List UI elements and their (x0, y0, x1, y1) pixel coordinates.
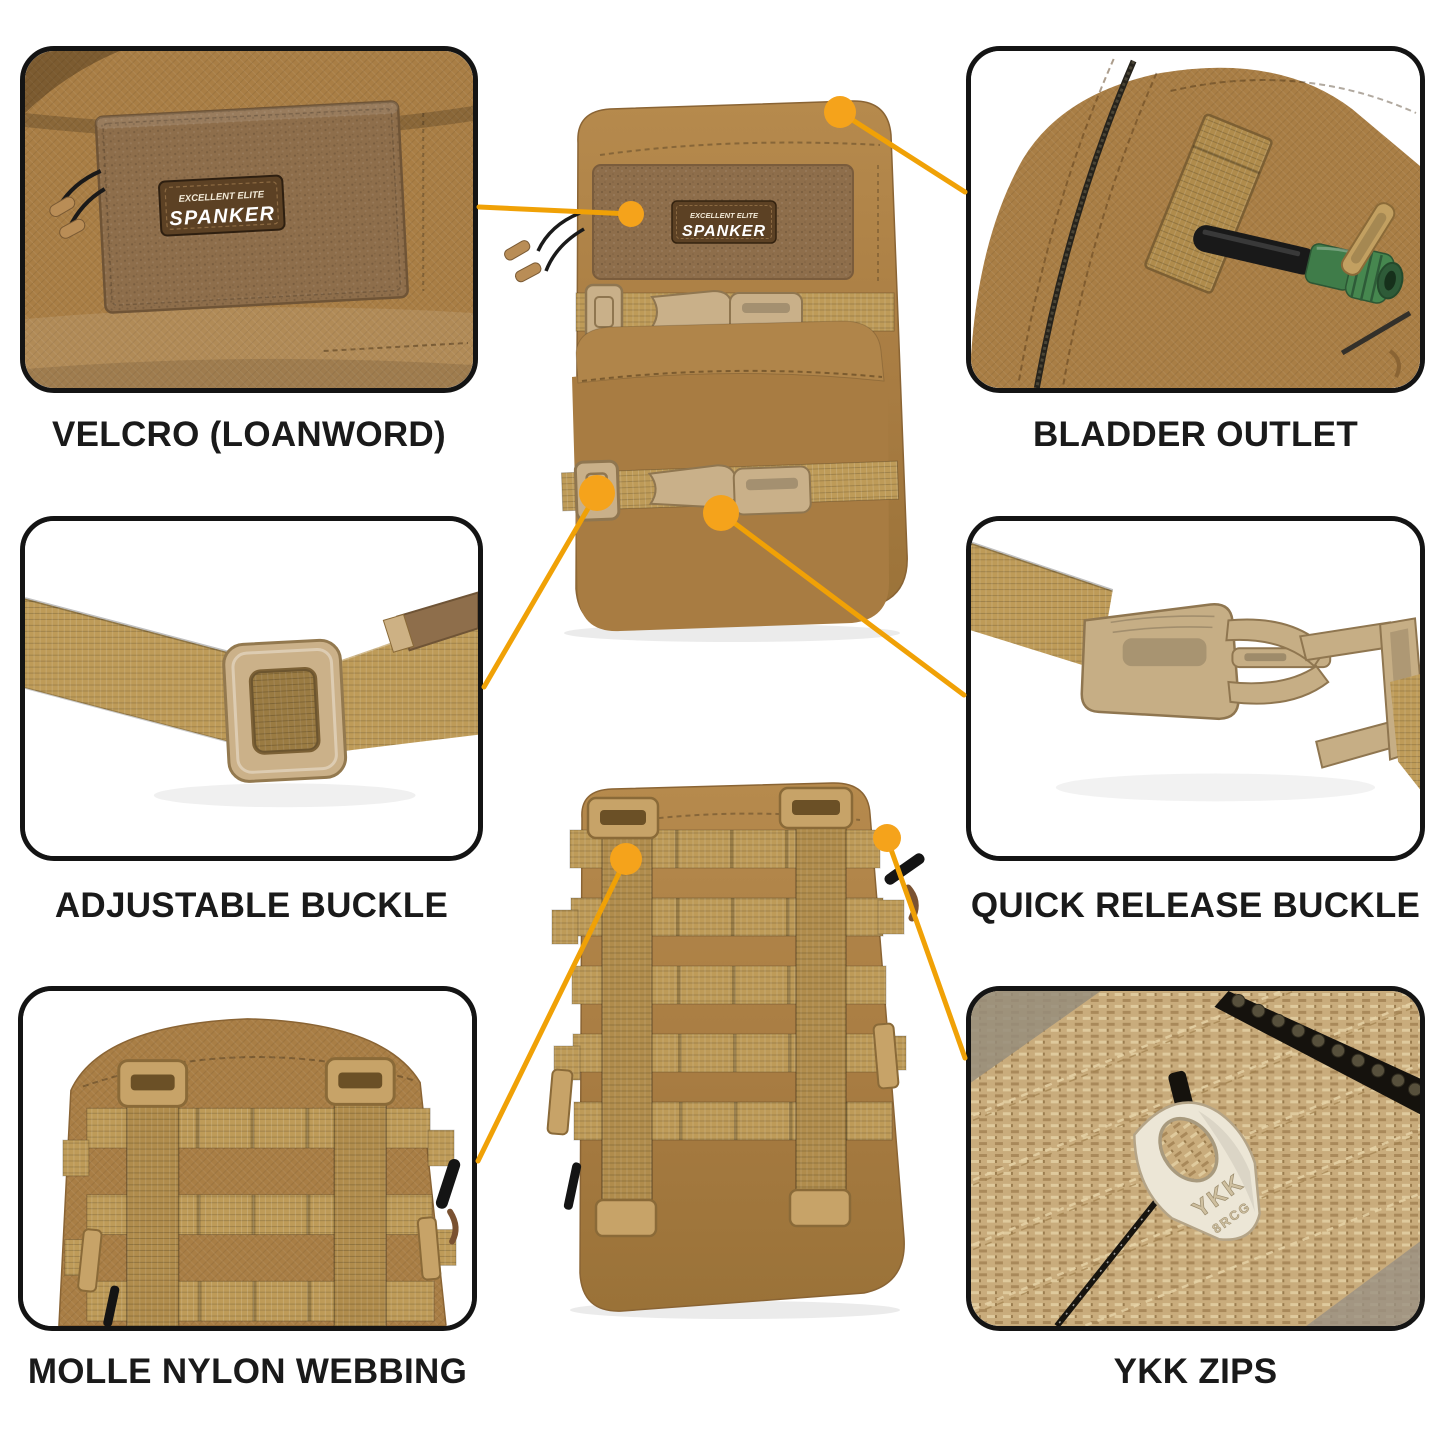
feature-label-ykk-zips: YKK ZIPS (1113, 1352, 1278, 1391)
front-bag-brand-patch: EXCELLENT ELITE SPANKER (671, 200, 777, 244)
front-bag-lower-strap (560, 459, 900, 522)
feature-label-molle-webbing: MOLLE NYLON WEBBING (27, 1352, 468, 1391)
tri-glide-hardware (117, 1057, 396, 1108)
feature-card-quick-release-buckle (966, 516, 1425, 861)
tube-clip (1340, 202, 1396, 276)
feature-card-adjustable-buckle (20, 516, 483, 861)
velcro-closeup-photo: EXCELLENT ELITE SPANKER (25, 51, 473, 388)
back-bag-photo (546, 782, 925, 1319)
feature-label-velcro: VELCRO (LOANWORD) (52, 415, 446, 454)
feature-card-velcro: EXCELLENT ELITE SPANKER (20, 46, 478, 393)
patch-text-small: EXCELLENT ELITE (178, 189, 265, 205)
cord-clip (435, 1158, 461, 1209)
patch-text-large: SPANKER (682, 223, 766, 240)
tube-retainer-loop (1144, 113, 1273, 294)
brand-patch: EXCELLENT ELITE SPANKER (158, 174, 286, 237)
ykk-zipper-pull: YKK 8RCG (1133, 1070, 1261, 1241)
tri-glide-slider (222, 638, 348, 783)
feature-label-adjustable-buckle: ADJUSTABLE BUCKLE (54, 886, 449, 925)
ykk-zip-closeup-photo: YKK 8RCG (971, 991, 1420, 1326)
zipper-coil (1231, 993, 1420, 1097)
feature-label-bladder-outlet: BLADDER OUTLET (1032, 415, 1358, 454)
molle-webbing-closeup-photo (23, 991, 472, 1326)
quick-release-buckle-closeup-photo (971, 521, 1420, 856)
bladder-outlet-closeup-photo (971, 51, 1420, 388)
feature-card-bladder-outlet (966, 46, 1425, 393)
feature-card-molle-webbing (18, 986, 477, 1331)
feature-card-ykk-zips: YKK 8RCG (966, 986, 1425, 1331)
patch-text-small: EXCELLENT ELITE (690, 211, 759, 220)
feature-label-quick-release-buckle: QUICK RELEASE BUCKLE (970, 886, 1421, 925)
front-bag-photo: EXCELLENT ELITE SPANKER (504, 100, 908, 642)
back-bag-zipper-pull (884, 853, 925, 885)
adjustable-buckle-closeup-photo (25, 521, 478, 856)
zipper-tape (1214, 991, 1420, 1115)
